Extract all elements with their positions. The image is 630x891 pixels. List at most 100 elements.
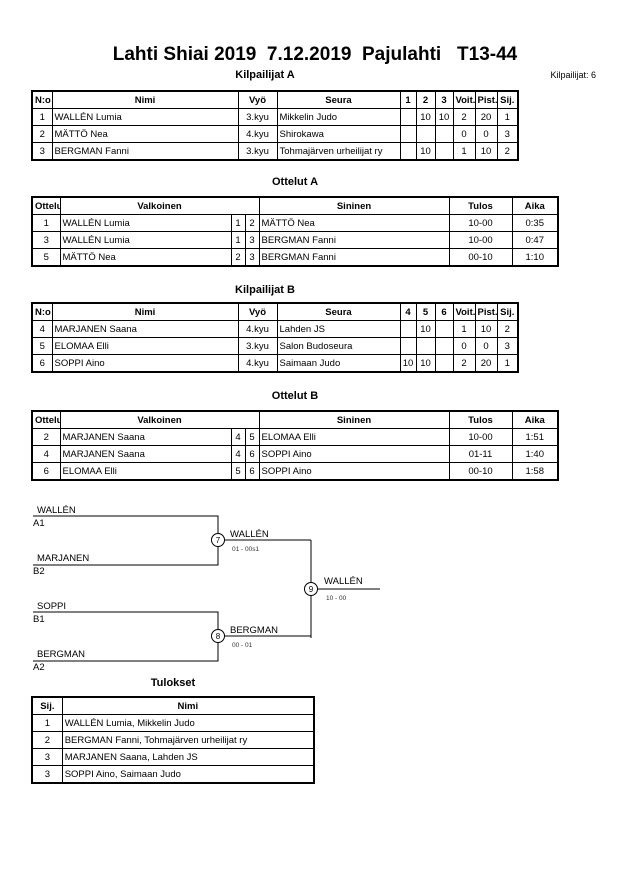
group-b-header-cell: Sij. xyxy=(496,302,519,321)
group-b-cell: 10 xyxy=(474,320,498,338)
page-title: Lahti Shiai 2019 7.12.2019 Pajulahti T13… xyxy=(112,44,518,65)
matches-a-cell: 2 xyxy=(230,248,246,267)
group-a-header-cell: 1 xyxy=(399,90,417,109)
matches-b-cell: 00-10 xyxy=(448,462,513,481)
group-a-header-cell: Pist. xyxy=(474,90,498,109)
semi2-winner: BERGMAN xyxy=(230,625,278,636)
matches-a-header-cell: Aika xyxy=(511,196,559,215)
group-a-header-cell: Nimi xyxy=(51,90,239,109)
matches-a-cell: WALLÉN Lumia xyxy=(59,214,232,232)
matches-a-cell: MÄTTÖ Nea xyxy=(258,214,450,232)
matches-b-cell: MARJANEN Saana xyxy=(59,428,232,446)
group-b-cell: 10 xyxy=(415,354,436,373)
group-a-cell xyxy=(399,125,417,143)
group-b-cell: 1 xyxy=(452,320,476,338)
group-a-header-cell: 3 xyxy=(434,90,454,109)
semi1-bottom-name: MARJANEN xyxy=(37,553,89,564)
group-a-cell: 3.kyu xyxy=(237,142,278,161)
matches-b-cell: 1:58 xyxy=(511,462,559,481)
matches-a-cell: MÄTTÖ Nea xyxy=(59,248,232,267)
matches-b-header-cell: Ottelu xyxy=(31,410,61,429)
semi2-score: 00 - 01 xyxy=(232,642,253,649)
matches-b-cell: 10-00 xyxy=(448,428,513,446)
competitor-count: Kilpailijat: 6 xyxy=(550,70,596,80)
matches-a-title: Ottelut A xyxy=(271,176,319,188)
group-b-cell: 6 xyxy=(31,354,53,373)
group-b-cell: 10 xyxy=(415,320,436,338)
semi1-winner: WALLÉN xyxy=(230,529,269,540)
results-title: Tulokset xyxy=(150,677,196,689)
matches-b-cell: 1:40 xyxy=(511,445,559,463)
results-cell: 3 xyxy=(31,765,63,784)
group-a-cell: 10 xyxy=(415,108,436,126)
matches-b-cell: ELOMAA Elli xyxy=(258,428,450,446)
group-b-cell: 0 xyxy=(452,337,476,355)
matches-a-cell: 10-00 xyxy=(448,231,513,249)
group-b-header-cell: Nimi xyxy=(51,302,239,321)
group-b-cell: 4.kyu xyxy=(237,354,278,373)
matches-b-header-cell: Aika xyxy=(511,410,559,429)
group-a-title: Kilpailijat A xyxy=(235,69,295,81)
group-a-cell: 0 xyxy=(474,125,498,143)
group-b-cell: 4 xyxy=(31,320,53,338)
match-9-marker xyxy=(304,582,318,596)
semi1-score: 01 - 00s1 xyxy=(232,546,259,553)
match-8-marker xyxy=(211,629,225,643)
group-b-cell: 3 xyxy=(496,337,519,355)
semi1-top-name: WALLÉN xyxy=(37,505,76,516)
group-a-header-cell: Seura xyxy=(276,90,401,109)
matches-b-cell: 5 xyxy=(244,428,260,446)
group-b-header-cell: Voit. xyxy=(452,302,476,321)
matches-b-cell: 2 xyxy=(31,428,61,446)
group-a-cell: 1 xyxy=(496,108,519,126)
matches-b-cell: 01-11 xyxy=(448,445,513,463)
group-b-header-cell: 5 xyxy=(415,302,436,321)
group-a-cell: Mikkelin Judo xyxy=(276,108,401,126)
group-a-cell: MÄTTÖ Nea xyxy=(51,125,239,143)
matches-a-header-cell: Valkoinen xyxy=(59,196,260,215)
matches-a-cell: WALLÉN Lumia xyxy=(59,231,232,249)
results-header-cell: Sij. xyxy=(31,696,63,715)
group-b-header-cell: Seura xyxy=(276,302,401,321)
group-b-header-cell: 4 xyxy=(399,302,417,321)
group-b-cell: 10 xyxy=(399,354,417,373)
group-b-cell: SOPPI Aino xyxy=(51,354,239,373)
group-a-cell: 3 xyxy=(496,125,519,143)
group-a-cell: 10 xyxy=(434,108,454,126)
group-a-cell: Shirokawa xyxy=(276,125,401,143)
matches-a-header-cell: Tulos xyxy=(448,196,513,215)
group-a-cell: 0 xyxy=(452,125,476,143)
group-b-cell: MARJANEN Saana xyxy=(51,320,239,338)
group-b-cell: 0 xyxy=(474,337,498,355)
matches-a-cell: 1 xyxy=(230,214,246,232)
group-b-cell: Saimaan Judo xyxy=(276,354,401,373)
matches-a-cell: 3 xyxy=(244,248,260,267)
group-b-cell xyxy=(399,337,417,355)
group-b-cell: 5 xyxy=(31,337,53,355)
group-a-header-cell: Voit. xyxy=(452,90,476,109)
group-a-cell xyxy=(399,142,417,161)
matches-b-cell: 5 xyxy=(230,462,246,481)
group-a-cell xyxy=(415,125,436,143)
results-cell: WALLÉN Lumia, Mikkelin Judo xyxy=(61,714,315,732)
matches-b-cell: 6 xyxy=(31,462,61,481)
semi2-match-number: 8 xyxy=(216,632,221,641)
group-b-cell: 3.kyu xyxy=(237,337,278,355)
group-b-header-cell: N:o xyxy=(31,302,53,321)
group-b-header-cell: 6 xyxy=(434,302,454,321)
matches-a-cell: BERGMAN Fanni xyxy=(258,231,450,249)
matches-b-header-cell: Tulos xyxy=(448,410,513,429)
matches-a-cell: 2 xyxy=(244,214,260,232)
elimination-bracket: WALLÉN A1 MARJANEN B2 WALLÉN SOPPI B1 BE… xyxy=(33,505,380,673)
